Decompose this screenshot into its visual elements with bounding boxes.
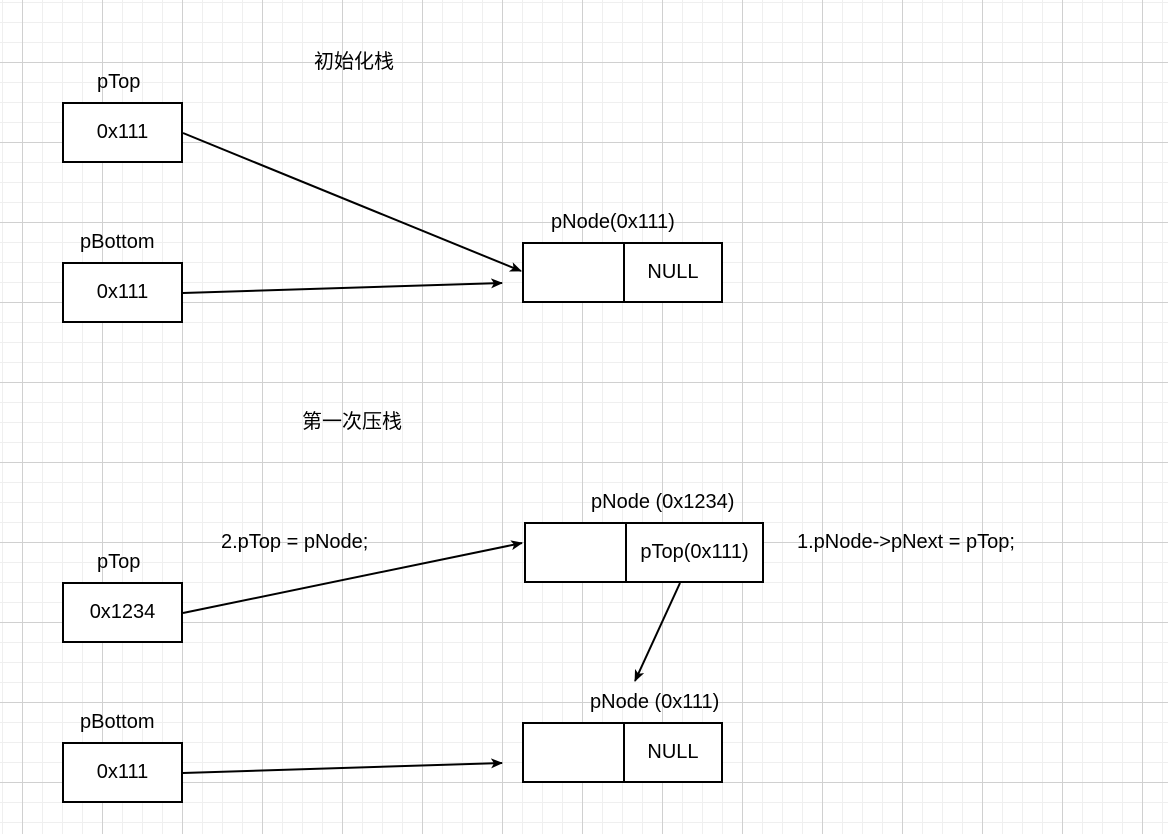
push1-new-node[interactable]: pTop(0x111) (524, 522, 764, 583)
init-node[interactable]: NULL (522, 242, 723, 303)
push1-section-title: 第一次压栈 (302, 409, 402, 433)
init-section-title: 初始化栈 (314, 49, 394, 73)
arrow-init-ptop-to-node[interactable] (182, 132, 522, 272)
push1-old-node-data-cell (524, 724, 625, 781)
init-node-next-cell: NULL (647, 261, 699, 283)
push1-old-node[interactable]: NULL (522, 722, 723, 783)
push1-new-node-data-cell (526, 524, 627, 581)
init-pbottom-label: pBottom (80, 231, 155, 253)
push1-old-node-next-cell: NULL (647, 741, 699, 763)
arrow-push1-new-node-to-old-node[interactable] (634, 582, 681, 682)
init-pbottom-value: 0x111 (96, 281, 149, 303)
init-pbottom-box[interactable]: 0x111 (62, 262, 183, 323)
push1-ptop-label: pTop (97, 551, 141, 573)
push1-new-node-next-cell: pTop(0x111) (640, 541, 749, 563)
init-ptop-value: 0x111 (96, 121, 149, 143)
push1-old-node-label: pNode (0x111) (590, 691, 720, 713)
push1-pbottom-label: pBottom (80, 711, 155, 733)
arrow-push1-pbottom-to-old-node[interactable] (182, 758, 503, 774)
arrow-init-pbottom-to-node[interactable] (182, 278, 503, 294)
init-node-label: pNode(0x111) (551, 211, 675, 233)
push1-ptop-value: 0x1234 (89, 601, 156, 623)
push1-step2-label: 2.pTop = pNode; (221, 531, 369, 553)
init-node-data-cell (524, 244, 625, 301)
push1-pbottom-box[interactable]: 0x111 (62, 742, 183, 803)
push1-pbottom-value: 0x111 (96, 761, 149, 783)
push1-ptop-box[interactable]: 0x1234 (62, 582, 183, 643)
init-ptop-box[interactable]: 0x111 (62, 102, 183, 163)
init-ptop-label: pTop (97, 71, 141, 93)
push1-step1-label: 1.pNode->pNext = pTop; (797, 531, 1015, 553)
push1-new-node-label: pNode (0x1234) (591, 491, 735, 513)
